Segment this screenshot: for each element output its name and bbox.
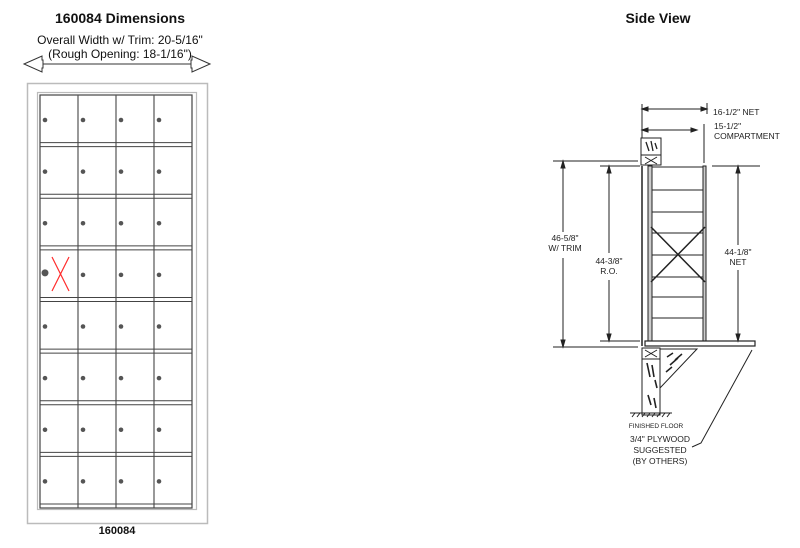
- finished-floor-label: FINISHED FLOOR: [629, 423, 684, 430]
- compartment-lock-icon[interactable]: [156, 169, 162, 174]
- side-view: [553, 103, 760, 448]
- rough-opening-label: (Rough Opening: 18-1/16"): [48, 47, 192, 61]
- net-height-label: NET: [730, 257, 747, 267]
- compartment-lock-icon[interactable]: [42, 375, 48, 381]
- compartment-lock-icon[interactable]: [42, 117, 48, 123]
- compartment-lock-icon[interactable]: [80, 479, 86, 484]
- depth-net-dimension: 16-1/2" NET: [713, 107, 759, 117]
- compartment-lock-icon[interactable]: [42, 324, 48, 329]
- compartment-lock-icon[interactable]: [118, 220, 124, 226]
- model-label: 160084: [98, 525, 136, 537]
- compartment-lock-icon[interactable]: [156, 220, 162, 226]
- side-view-title: Side View: [625, 10, 691, 26]
- compartment-grid: [39, 94, 193, 509]
- compartment-lock-icon[interactable]: [80, 220, 86, 226]
- compartment-lock-icon[interactable]: [80, 375, 86, 381]
- compartment-lock-icon[interactable]: [80, 272, 86, 278]
- net-height-value: 44-1/8": [724, 247, 751, 257]
- compartment-lock-icon[interactable]: [41, 269, 49, 277]
- compartment-lock-icon[interactable]: [156, 479, 162, 484]
- overall-width-label: Overall Width w/ Trim: 20-5/16": [37, 33, 203, 47]
- ro-height-label: R.O.: [600, 266, 617, 276]
- plywood-note-line1: 3/4" PLYWOOD: [630, 434, 690, 444]
- width-dimension-arrow: [22, 55, 212, 73]
- compartment-lock-icon[interactable]: [42, 479, 48, 484]
- compartment-lock-icon[interactable]: [42, 427, 48, 433]
- compartment-depth-value: 15-1/2": [714, 121, 741, 131]
- compartment-lock-icon[interactable]: [80, 324, 86, 329]
- compartment-lock-icon[interactable]: [118, 324, 124, 329]
- compartment-lock-icon[interactable]: [42, 169, 48, 174]
- compartment-lock-icon[interactable]: [118, 117, 124, 123]
- compartment-lock-icon[interactable]: [156, 427, 162, 433]
- compartment-lock-icon[interactable]: [80, 427, 86, 433]
- trim-height-value: 46-5/8": [551, 233, 578, 243]
- compartment-lock-icon[interactable]: [80, 169, 86, 174]
- compartment-lock-icon[interactable]: [118, 169, 124, 174]
- red-x-mark: [51, 256, 70, 292]
- compartment-lock-icon[interactable]: [156, 324, 162, 329]
- compartment-lock-icon[interactable]: [156, 272, 162, 278]
- compartment-depth-label: COMPARTMENT: [714, 131, 780, 141]
- compartment-lock-icon[interactable]: [156, 375, 162, 381]
- compartment-lock-icon[interactable]: [80, 117, 86, 123]
- compartment-lock-icon[interactable]: [118, 272, 124, 278]
- front-view-title: 160084 Dimensions: [55, 10, 185, 26]
- plywood-note-line3: (BY OTHERS): [633, 456, 688, 466]
- compartment-lock-icon[interactable]: [156, 117, 162, 123]
- compartment-lock-icon[interactable]: [118, 479, 124, 484]
- plywood-note-line2: SUGGESTED: [633, 445, 686, 455]
- trim-height-label: W/ TRIM: [548, 243, 581, 253]
- ro-height-value: 44-3/8": [595, 256, 622, 266]
- compartment-lock-icon[interactable]: [118, 427, 124, 433]
- compartment-lock-icon[interactable]: [118, 375, 124, 381]
- compartment-lock-icon[interactable]: [42, 220, 48, 226]
